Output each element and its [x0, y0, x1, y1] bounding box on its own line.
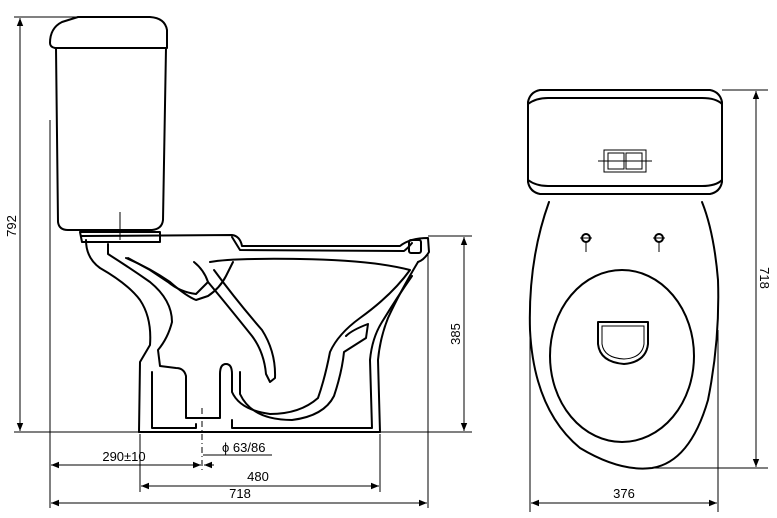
cistern-top	[527, 89, 723, 195]
hinge-left-icon	[580, 233, 592, 252]
top-dimensions: 718 376	[529, 89, 772, 512]
side-dimensions: 792 385 290±10 ϕ 63/86 480 718	[4, 16, 472, 508]
top-view	[527, 89, 723, 470]
dim-outlet-diameter: ϕ 63/86	[222, 440, 265, 455]
bowl-side	[81, 234, 430, 433]
dim-width: 376	[613, 486, 635, 501]
dim-outlet-offset: 290±10	[102, 449, 145, 464]
flush-button-icon	[598, 149, 652, 173]
hinge-right-icon	[653, 233, 665, 252]
dim-base-length: 480	[247, 469, 269, 484]
cistern-side	[49, 16, 168, 243]
dim-total-height: 792	[4, 215, 19, 237]
dim-total-length: 718	[229, 486, 251, 501]
dim-front-depth: 718	[757, 267, 772, 289]
bowl-top	[528, 201, 720, 470]
side-view	[49, 16, 430, 470]
dim-bowl-height: 385	[448, 323, 463, 345]
